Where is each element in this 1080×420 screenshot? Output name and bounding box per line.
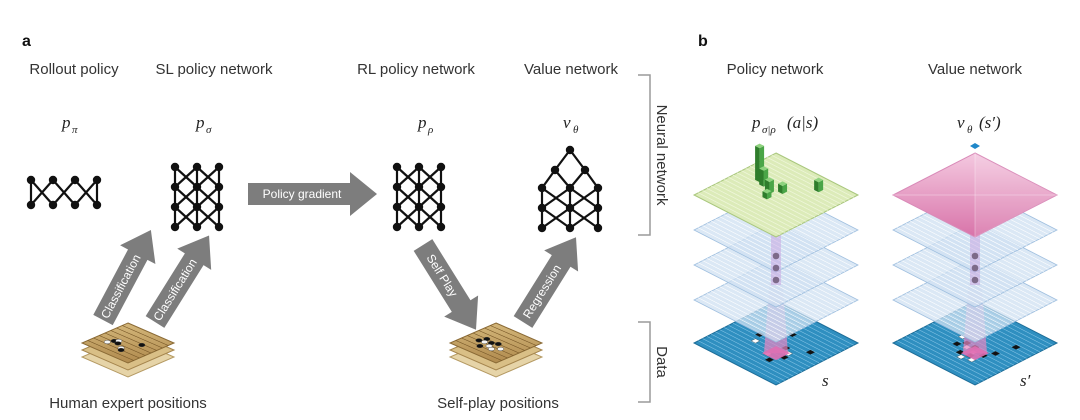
svg-text:p: p (417, 113, 427, 132)
policy-state-label: s (822, 371, 829, 390)
svg-text:Classification: Classification (98, 252, 144, 321)
svg-text:Classification: Classification (150, 256, 199, 323)
rollout-network-icon (26, 175, 102, 210)
rollout-policy-title: Rollout policy (29, 61, 119, 78)
sl-symbol: p σ (195, 113, 212, 136)
svg-text:Data: Data (653, 346, 670, 378)
regression-arrow: Regression (513, 237, 579, 328)
sl-network-icon (170, 162, 224, 232)
panel-b-label: b (698, 33, 708, 50)
svg-text:p: p (61, 113, 71, 132)
policy-network-stack (692, 143, 860, 386)
data-bracket: Data (638, 321, 670, 403)
rl-network-icon (392, 162, 446, 232)
svg-text:σ|ρ: σ|ρ (762, 124, 776, 136)
svg-text:v: v (957, 113, 965, 132)
human-positions-label: Human expert positions (49, 395, 207, 412)
svg-text:(s′): (s′) (979, 113, 1001, 132)
policy-network-title: Policy network (727, 61, 824, 78)
value-network-stack (891, 143, 1059, 386)
value-network-title: Value network (524, 61, 618, 78)
human-positions-board (80, 322, 176, 378)
policy-output-symbol: p σ|ρ (a|s) (751, 113, 818, 136)
rollout-symbol: p π (61, 113, 78, 136)
selfplay-positions-label: Self-play positions (437, 395, 559, 412)
svg-text:p: p (751, 113, 761, 132)
value-output-symbol: v θ (s′) (957, 113, 1001, 136)
svg-text:Neural network: Neural network (653, 105, 670, 206)
rl-policy-title: RL policy network (357, 61, 475, 78)
selfplay-positions-board (448, 322, 544, 378)
neural-network-bracket: Neural network (638, 74, 670, 236)
svg-text:θ: θ (573, 124, 579, 136)
svg-text:θ: θ (967, 124, 973, 136)
value-symbol: v θ (563, 113, 579, 136)
self-play-arrow: Self Play (413, 239, 479, 330)
svg-text:π: π (72, 124, 78, 136)
policy-gradient-arrow: Policy gradient (248, 172, 377, 216)
svg-text:Policy gradient: Policy gradient (263, 187, 342, 201)
svg-text:p: p (195, 113, 205, 132)
svg-text:(a|s): (a|s) (787, 113, 818, 132)
svg-text:ρ: ρ (427, 124, 433, 136)
panel-a-label: a (22, 33, 31, 50)
value-state-label: s′ (1020, 371, 1031, 390)
svg-text:σ: σ (206, 124, 212, 136)
value-network-icon (537, 145, 603, 233)
value-network-b-title: Value network (928, 61, 1022, 78)
svg-text:v: v (563, 113, 571, 132)
sl-policy-title: SL policy network (156, 61, 273, 78)
rl-symbol: p ρ (417, 113, 433, 136)
